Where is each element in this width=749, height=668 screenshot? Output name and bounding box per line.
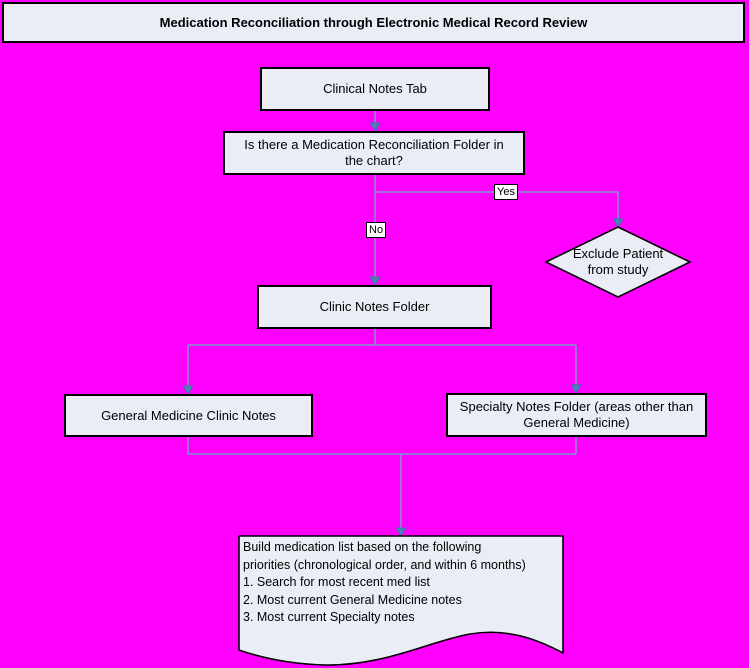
node-label-line1: Specialty Notes Folder (areas other than xyxy=(459,399,694,414)
node-label: Clinic Notes Folder xyxy=(319,299,430,314)
edge-merge-to-document xyxy=(187,436,577,528)
node-clinic-notes-folder: Clinic Notes Folder xyxy=(257,285,492,329)
node-specialty-notes-folder: Specialty Notes Folder (areas other than… xyxy=(446,393,707,437)
node-label-line1: Is there a Medication Reconciliation Fol… xyxy=(244,137,504,152)
arrowhead-icon xyxy=(570,384,582,395)
doc-line2: priorities (chronological order, and wit… xyxy=(243,557,526,572)
node-build-medication-list: Build medication list based on the follo… xyxy=(243,539,561,627)
arrowheads xyxy=(182,122,624,538)
node-clinical-notes-tab: Clinical Notes Tab xyxy=(260,67,490,111)
node-general-medicine-clinic-notes: General Medicine Clinic Notes xyxy=(64,394,313,437)
edge-folder-split xyxy=(187,329,577,386)
node-exclude-patient: Exclude Patient from study xyxy=(546,227,690,297)
doc-line3: 1. Search for most recent med list xyxy=(243,575,430,589)
arrowhead-icon xyxy=(612,218,624,229)
decision-diamond-shape xyxy=(544,226,692,298)
arrowhead-icon xyxy=(369,122,381,133)
node-label-line1: Exclude Patient xyxy=(572,246,664,261)
arrowhead-icon xyxy=(395,527,407,538)
edge-label-yes: Yes xyxy=(494,184,518,200)
node-label: General Medicine Clinic Notes xyxy=(101,407,276,423)
node-label-line2: from study xyxy=(587,262,649,277)
arrowhead-icon xyxy=(369,276,381,287)
node-med-rec-question: Is there a Medication Reconciliation Fol… xyxy=(223,131,525,175)
edge-label-no: No xyxy=(366,222,387,238)
node-label: Clinical Notes Tab xyxy=(323,81,427,96)
node-label-line2: General Medicine) xyxy=(523,415,630,430)
arrowhead-icon xyxy=(182,385,194,396)
diagram-title: Medication Reconciliation through Electr… xyxy=(2,2,745,43)
doc-line4: 2. Most current General Medicine notes xyxy=(243,592,462,607)
doc-line1: Build medication list based on the follo… xyxy=(243,540,482,554)
doc-line5: 3. Most current Specialty notes xyxy=(243,610,415,624)
node-label-line2: the chart? xyxy=(345,153,403,168)
